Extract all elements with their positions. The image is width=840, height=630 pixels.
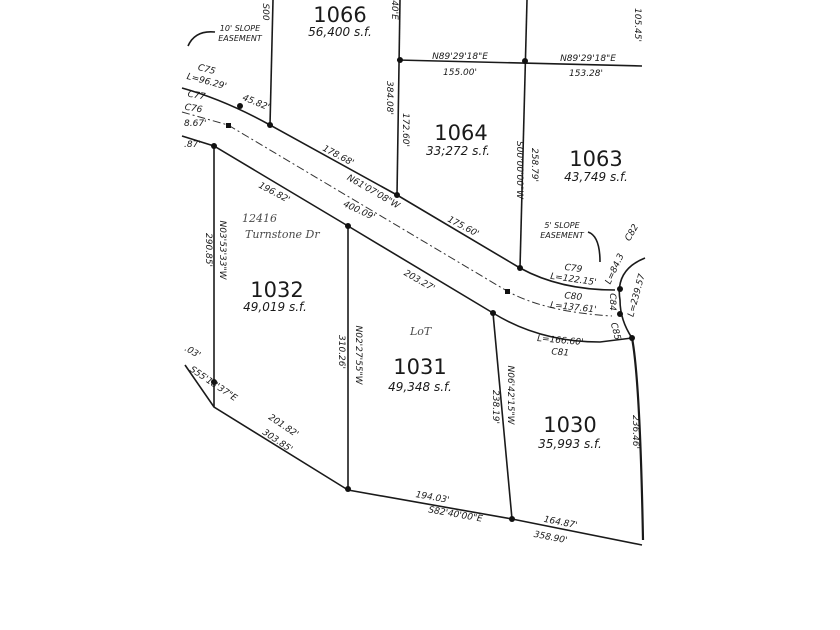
curve-label: L=137.61' bbox=[550, 301, 597, 316]
lot-area: 56,400 s.f. bbox=[308, 25, 372, 39]
curve-label: C84 bbox=[607, 293, 617, 311]
bearing-label: N89'29'18"E bbox=[560, 54, 616, 64]
distance-label: 400.09' bbox=[341, 199, 376, 222]
distance-label: 310.26' bbox=[336, 335, 346, 369]
distance-label: 203.27' bbox=[402, 268, 436, 294]
easement-label: EASEMENT bbox=[218, 34, 263, 43]
lot-area: 49,348 s.f. bbox=[388, 380, 452, 394]
survey-points bbox=[211, 57, 635, 522]
distance-label: 236.46' bbox=[630, 415, 640, 449]
distance-label: .87' bbox=[184, 140, 201, 150]
bearing-label: 40'E bbox=[389, 0, 399, 20]
distance-label: 45.82' bbox=[241, 93, 271, 113]
bearing-label: S00 bbox=[260, 3, 270, 20]
distance-label: 155.00' bbox=[443, 68, 477, 78]
distance-label: 258.79' bbox=[529, 148, 539, 182]
distance-label: 290.85' bbox=[203, 233, 213, 267]
bearing-label: N06'42'15"W bbox=[505, 365, 515, 425]
lot-number: 1030 bbox=[543, 413, 596, 437]
curve-label: L=84.3 bbox=[604, 252, 627, 286]
lot-number: 1032 bbox=[250, 278, 303, 302]
handwritten-address-number: 12416 bbox=[242, 212, 277, 225]
distance-label: .03' bbox=[183, 344, 203, 361]
lot-number: 1064 bbox=[434, 121, 487, 145]
bearing-label: N89'29'18"E bbox=[432, 52, 488, 62]
easement-label: EASEMENT bbox=[540, 231, 585, 240]
lot-number: 1066 bbox=[313, 3, 366, 27]
curve-label: C85 bbox=[608, 322, 622, 342]
bearing-label: N02'27'55"W bbox=[353, 325, 363, 385]
bearing-label: S00'00'00"W bbox=[514, 141, 524, 200]
distance-label: 384.08' bbox=[384, 81, 394, 115]
lot-area: 43,749 s.f. bbox=[564, 170, 628, 184]
curve-label: L=239.57 bbox=[627, 273, 648, 318]
distance-label: 196.82' bbox=[257, 181, 292, 206]
distance-label: 8.67' bbox=[184, 119, 207, 129]
lot-area: 49,019 s.f. bbox=[243, 300, 307, 314]
distance-label: 358.90' bbox=[533, 530, 568, 546]
curve-label: C76 bbox=[184, 103, 203, 116]
lot-area: 33;272 s.f. bbox=[426, 144, 490, 158]
distance-label: 172.60' bbox=[400, 113, 410, 147]
lot-number: 1031 bbox=[393, 355, 446, 379]
bearing-label: N03'53'33"W bbox=[217, 220, 227, 280]
handwritten-street: Turnstone Dr bbox=[245, 228, 320, 241]
curve-label: L=166.60' bbox=[537, 334, 584, 348]
curve-label: C77 bbox=[187, 90, 206, 103]
curve-label: C82 bbox=[624, 223, 642, 244]
distance-label: 105.45' bbox=[632, 8, 642, 42]
easement-label: 5' SLOPE bbox=[544, 221, 580, 230]
curve-label: C79 bbox=[564, 263, 583, 275]
lot-number: 1063 bbox=[569, 147, 622, 171]
handwritten-lot-note: LoT bbox=[409, 325, 433, 338]
curve-label: C75 bbox=[197, 63, 217, 77]
curve-label: C80 bbox=[564, 291, 583, 303]
distance-label: 238.19' bbox=[490, 390, 500, 424]
easement-label: 10' SLOPE bbox=[220, 24, 261, 33]
lot-area: 35,993 s.f. bbox=[538, 437, 602, 451]
curve-label: C81 bbox=[551, 347, 570, 359]
distance-label: 153.28' bbox=[569, 69, 603, 79]
